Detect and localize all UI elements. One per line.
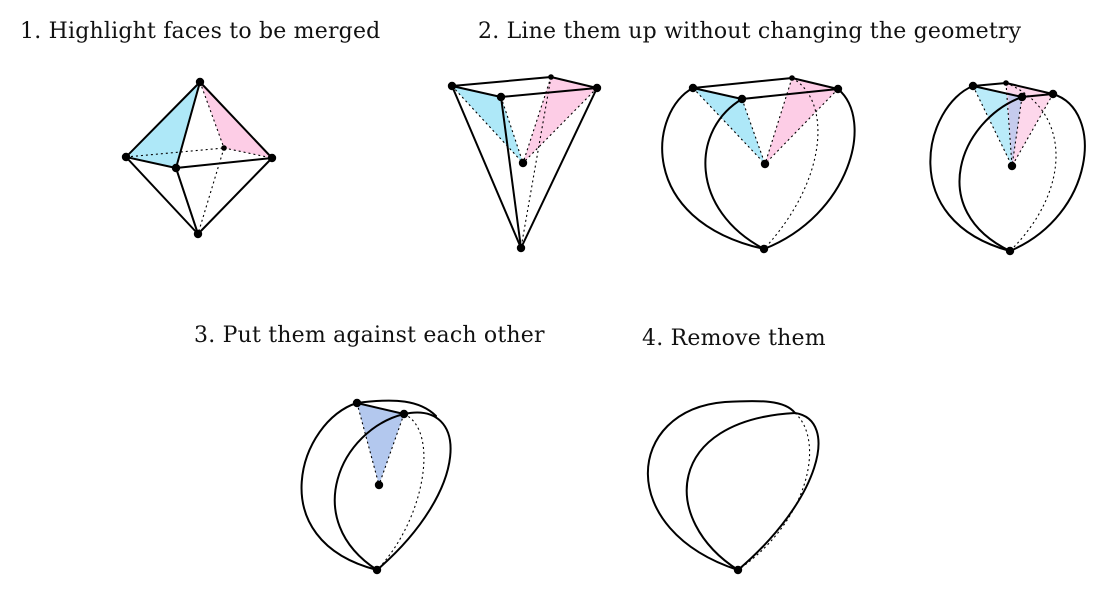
merged-figure <box>300 398 452 575</box>
highlighted-face-pink <box>765 78 838 164</box>
result-figure <box>647 400 820 575</box>
merged-face <box>357 403 404 485</box>
step-2-caption: 2. Line them up without changing the geo… <box>478 19 1022 44</box>
octahedron-figure <box>121 77 277 239</box>
lineup-figure-2 <box>661 75 856 254</box>
highlighted-face-pink <box>523 77 597 163</box>
overlap-region <box>1008 92 1022 166</box>
lineup-figure-3 <box>929 80 1086 256</box>
lineup-figure-1 <box>447 74 602 253</box>
step-3-caption: 3. Put them against each other <box>194 323 545 348</box>
step-4-caption: 4. Remove them <box>642 326 826 351</box>
step-1-caption: 1. Highlight faces to be merged <box>20 19 381 44</box>
